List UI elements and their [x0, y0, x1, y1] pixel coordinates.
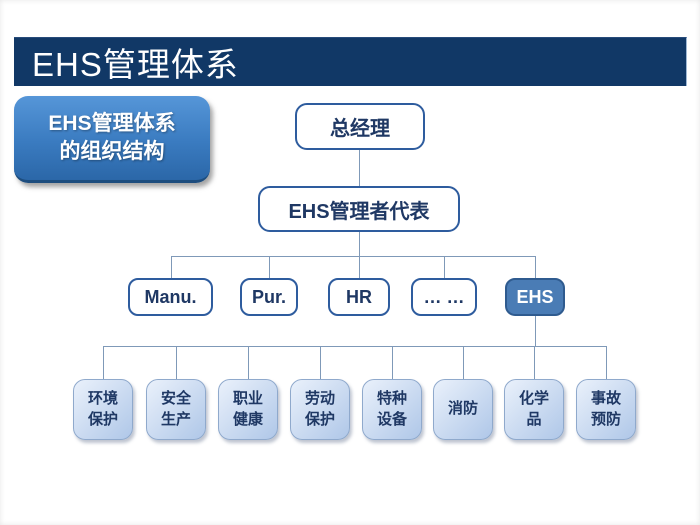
node-other-departments: … … [411, 278, 477, 316]
leaf-chemicals-line2: 品 [526, 410, 542, 428]
connector-level4-bus [103, 346, 606, 347]
connector-stub-others [444, 256, 445, 278]
connector-stub-manu [171, 256, 172, 278]
leaf-safety-production: 安全 生产 [146, 379, 206, 440]
connector-stub-hr [359, 256, 360, 278]
badge-line-1: EHS管理体系 [48, 111, 176, 135]
node-ehs-department: EHS [505, 278, 565, 316]
leaf-environment-protection-line2: 保护 [87, 410, 118, 428]
connector-stub-pur [269, 256, 270, 278]
leaf-chemicals: 化学 品 [504, 379, 564, 440]
connector-root-to-rep [359, 150, 360, 186]
slide-title: EHS管理体系 [32, 46, 239, 83]
org-structure-badge: EHS管理体系 的组织结构 [14, 96, 210, 183]
node-general-manager: 总经理 [295, 103, 425, 150]
connector-stub-chemicals [534, 346, 535, 379]
leaf-accident-prevention-line2: 预防 [590, 410, 621, 428]
leaf-fire-control-line1: 消防 [447, 400, 478, 418]
connector-stub-occupational [248, 346, 249, 379]
connector-stub-ehs [535, 256, 536, 278]
leaf-special-equipment-line1: 特种 [376, 390, 407, 408]
leaf-occupational-health-line1: 职业 [232, 390, 263, 408]
leaf-special-equipment-line2: 设备 [376, 410, 407, 428]
leaf-special-equipment: 特种 设备 [362, 379, 422, 440]
node-manufacturing-label: Manu. [144, 286, 197, 307]
node-ehs-department-label: EHS [516, 286, 554, 307]
leaf-chemicals-line1: 化学 [518, 390, 549, 408]
leaf-labor-protection-line2: 保护 [304, 410, 335, 428]
connector-stub-accident [606, 346, 607, 379]
connector-stub-environment [103, 346, 104, 379]
leaf-environment-protection-line1: 环境 [87, 390, 118, 408]
connector-stub-fire [463, 346, 464, 379]
connector-stub-safety [176, 346, 177, 379]
leaf-safety-production-line2: 生产 [160, 410, 191, 428]
node-purchasing: Pur. [240, 278, 298, 316]
node-hr-label: HR [346, 286, 372, 307]
leaf-fire-control: 消防 [433, 379, 493, 440]
leaf-occupational-health-line2: 健康 [232, 410, 263, 428]
connector-rep-drop [359, 232, 360, 256]
badge-line-2: 的组织结构 [59, 140, 165, 163]
header-bar: EHS管理体系 [14, 37, 687, 86]
leaf-environment-protection: 环境 保护 [73, 379, 133, 440]
node-ehs-representative-label: EHS管理者代表 [288, 200, 430, 223]
node-hr: HR [328, 278, 390, 316]
leaf-safety-production-line1: 安全 [160, 390, 191, 408]
node-other-departments-label: … … [423, 286, 465, 307]
leaf-labor-protection: 劳动 保护 [290, 379, 350, 440]
leaf-occupational-health: 职业 健康 [218, 379, 278, 440]
connector-stub-special-equipment [392, 346, 393, 379]
leaf-accident-prevention-line1: 事故 [590, 390, 621, 408]
node-ehs-representative: EHS管理者代表 [258, 186, 460, 232]
leaf-accident-prevention: 事故 预防 [576, 379, 636, 440]
leaf-labor-protection-line1: 劳动 [304, 390, 335, 408]
node-manufacturing: Manu. [128, 278, 213, 316]
connector-level3-bus [171, 256, 535, 257]
node-general-manager-label: 总经理 [330, 118, 390, 140]
connector-ehs-drop [535, 316, 536, 346]
connector-stub-labor [320, 346, 321, 379]
node-purchasing-label: Pur. [251, 286, 286, 307]
